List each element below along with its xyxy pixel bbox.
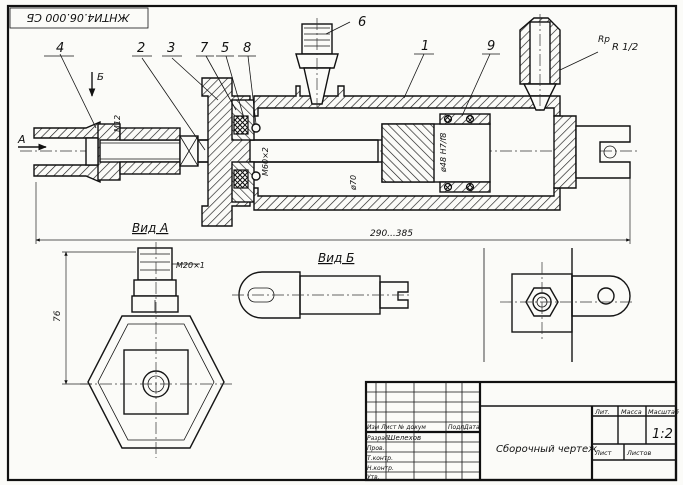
tb-row-checked: Пров.	[367, 445, 385, 452]
callout-7: 7	[200, 41, 209, 56]
tb-row-ncontrol: Н.контр.	[367, 465, 394, 472]
fit-d48-label: ø48 H7/f8	[439, 133, 448, 173]
view-a: Вид А М20×1 76	[53, 221, 232, 458]
thread-m60-label: М60×2	[261, 147, 270, 176]
fork-slot	[85, 137, 99, 166]
o-ring-lower	[251, 171, 261, 181]
rear-clevis	[575, 125, 631, 179]
callout-2: 2	[137, 41, 145, 56]
view-b-arrow-label: Б	[97, 72, 104, 83]
tb-row-developed-name: Шелехов	[388, 434, 421, 442]
tb-row-approved: Утв.	[367, 474, 380, 481]
view-a-fitting-nut	[133, 279, 177, 297]
o-ring-upper	[251, 123, 261, 133]
tb-col-sheet: Лист	[594, 449, 612, 457]
cylinder-wall-lower	[253, 187, 561, 211]
view-a-arrow-label: А	[17, 133, 26, 146]
tb-row-tcontrol: Т.контр.	[367, 455, 393, 462]
view-b: Вид Б	[232, 251, 412, 319]
thread-m12-label: М12	[113, 115, 122, 132]
height-76-label: 76	[53, 310, 63, 322]
rod-seal-upper	[233, 115, 249, 135]
callout-4: 4	[56, 41, 64, 56]
tb-scale-value: 1:2	[652, 427, 673, 442]
tb-col-lit: Лит.	[594, 408, 610, 416]
callout-9: 9	[487, 39, 495, 54]
piston-seal-ring-lower	[439, 181, 491, 193]
rear-lug	[571, 275, 631, 317]
pipe-thread-rp-label: Rp	[598, 35, 610, 45]
rear-lug-hole	[597, 287, 615, 305]
rod-seal-lower	[233, 169, 249, 189]
cylinder-end-cap	[553, 115, 577, 189]
view-a-hex-outline	[87, 315, 225, 449]
callout-8: 8	[243, 41, 251, 56]
main-section-view: А Б 4 2 3 7 5 8 6 1 9 М12 М60×2 ø48	[17, 14, 640, 244]
rear-hex-nut	[525, 287, 559, 317]
title-block: Изм Лист № докум Подп. Дата Разраб. Шеле…	[364, 380, 679, 482]
callout-6: 6	[358, 15, 366, 30]
length-dimension-label: 290...385	[370, 229, 413, 239]
fork-sleeve-upper	[119, 127, 181, 141]
port-fitting-left	[295, 18, 339, 108]
dia-70-label: ø70	[349, 175, 358, 191]
drawing-designation: ЖНТИ4.06.000 СБ	[27, 11, 131, 24]
tb-row-date: Дата	[463, 424, 480, 431]
tb-row-sign: Подп.	[448, 424, 466, 431]
callout-5: 5	[221, 41, 229, 56]
tb-col-sheets: Листов	[626, 449, 651, 457]
view-b-title: Вид Б	[318, 251, 354, 265]
rear-end-view	[483, 248, 632, 362]
tb-row-change: Изм Лист № докум	[367, 424, 426, 431]
sheet-frame	[6, 4, 678, 482]
fork-sleeve-lower	[119, 161, 181, 175]
port-fitting-right	[519, 14, 561, 112]
view-a-title: Вид А	[132, 221, 168, 235]
view-a-fitting	[137, 247, 173, 281]
piston-head	[381, 123, 435, 183]
piston-seal-ring-upper	[439, 113, 491, 125]
tb-row-developed: Разраб.	[367, 435, 391, 442]
tb-col-scale: Масштаб	[648, 408, 679, 416]
rear-clevis-pin-hole	[603, 145, 617, 159]
view-b-rod-end	[379, 281, 409, 309]
fork-lower-jaw	[33, 164, 101, 184]
fork-upper-jaw	[33, 120, 101, 139]
pipe-thread-label: R 1/2	[612, 42, 638, 53]
view-b-eye-end	[238, 271, 301, 319]
thread-m20-label: М20×1	[176, 261, 205, 270]
callout-3: 3	[167, 41, 175, 56]
designation-box	[9, 7, 149, 29]
callout-1: 1	[421, 39, 429, 54]
tb-col-mass: Масса	[621, 408, 642, 416]
tb-drawing-name: Сборочный чертеж	[496, 443, 597, 455]
